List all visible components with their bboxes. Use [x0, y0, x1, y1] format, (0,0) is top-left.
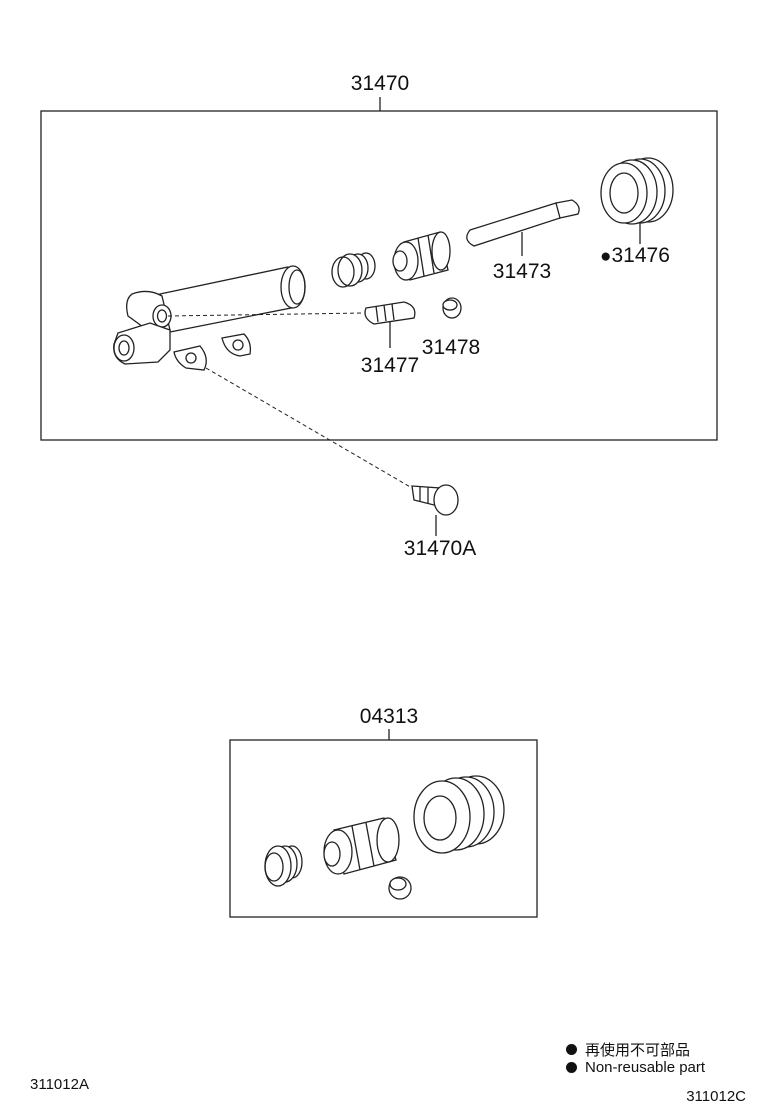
bleeder-part-number: 31477 [361, 354, 419, 377]
cap-part [442, 297, 462, 319]
kit-cap-part [388, 876, 412, 900]
boot-number-text: 31476 [611, 244, 669, 267]
assembly-frame [40, 110, 718, 441]
assembly-part-number: 31470 [351, 72, 409, 95]
boot-part [600, 157, 674, 244]
release-cylinder-body [113, 265, 306, 371]
union-bolt-dash-line [205, 367, 413, 489]
kit-spring-part [264, 845, 303, 887]
spring-part [331, 252, 376, 288]
bullet-icon [566, 1044, 577, 1055]
bleeder-plug-part [364, 301, 416, 348]
boot-part-number: ●31476 [600, 244, 670, 267]
cap-part-number: 31478 [422, 336, 480, 359]
kit-piston-part [323, 817, 400, 875]
legend-row-jp: 再使用不可部品 [566, 1039, 690, 1060]
push-rod-part-number: 31473 [493, 260, 551, 283]
legend-jp-text: 再使用不可部品 [585, 1042, 691, 1059]
piston-part [392, 231, 451, 281]
push-rod-part [466, 199, 580, 256]
nonreusable-marker: ● [600, 246, 611, 267]
bullet-icon [566, 1062, 577, 1073]
kit-part-number: 04313 [360, 705, 418, 728]
legend-row-en: Non-reusable part [566, 1059, 705, 1076]
legend-en-text: Non-reusable part [585, 1059, 706, 1076]
left-diagram-code: 311012A [30, 1076, 89, 1093]
kit-boot-part [413, 775, 505, 854]
union-bolt-part-number: 31470A [404, 537, 476, 560]
bleeder-dash-line [167, 312, 365, 317]
right-diagram-code: 311012C [686, 1088, 746, 1105]
kit-frame [229, 739, 538, 918]
union-bolt-part [411, 484, 459, 536]
